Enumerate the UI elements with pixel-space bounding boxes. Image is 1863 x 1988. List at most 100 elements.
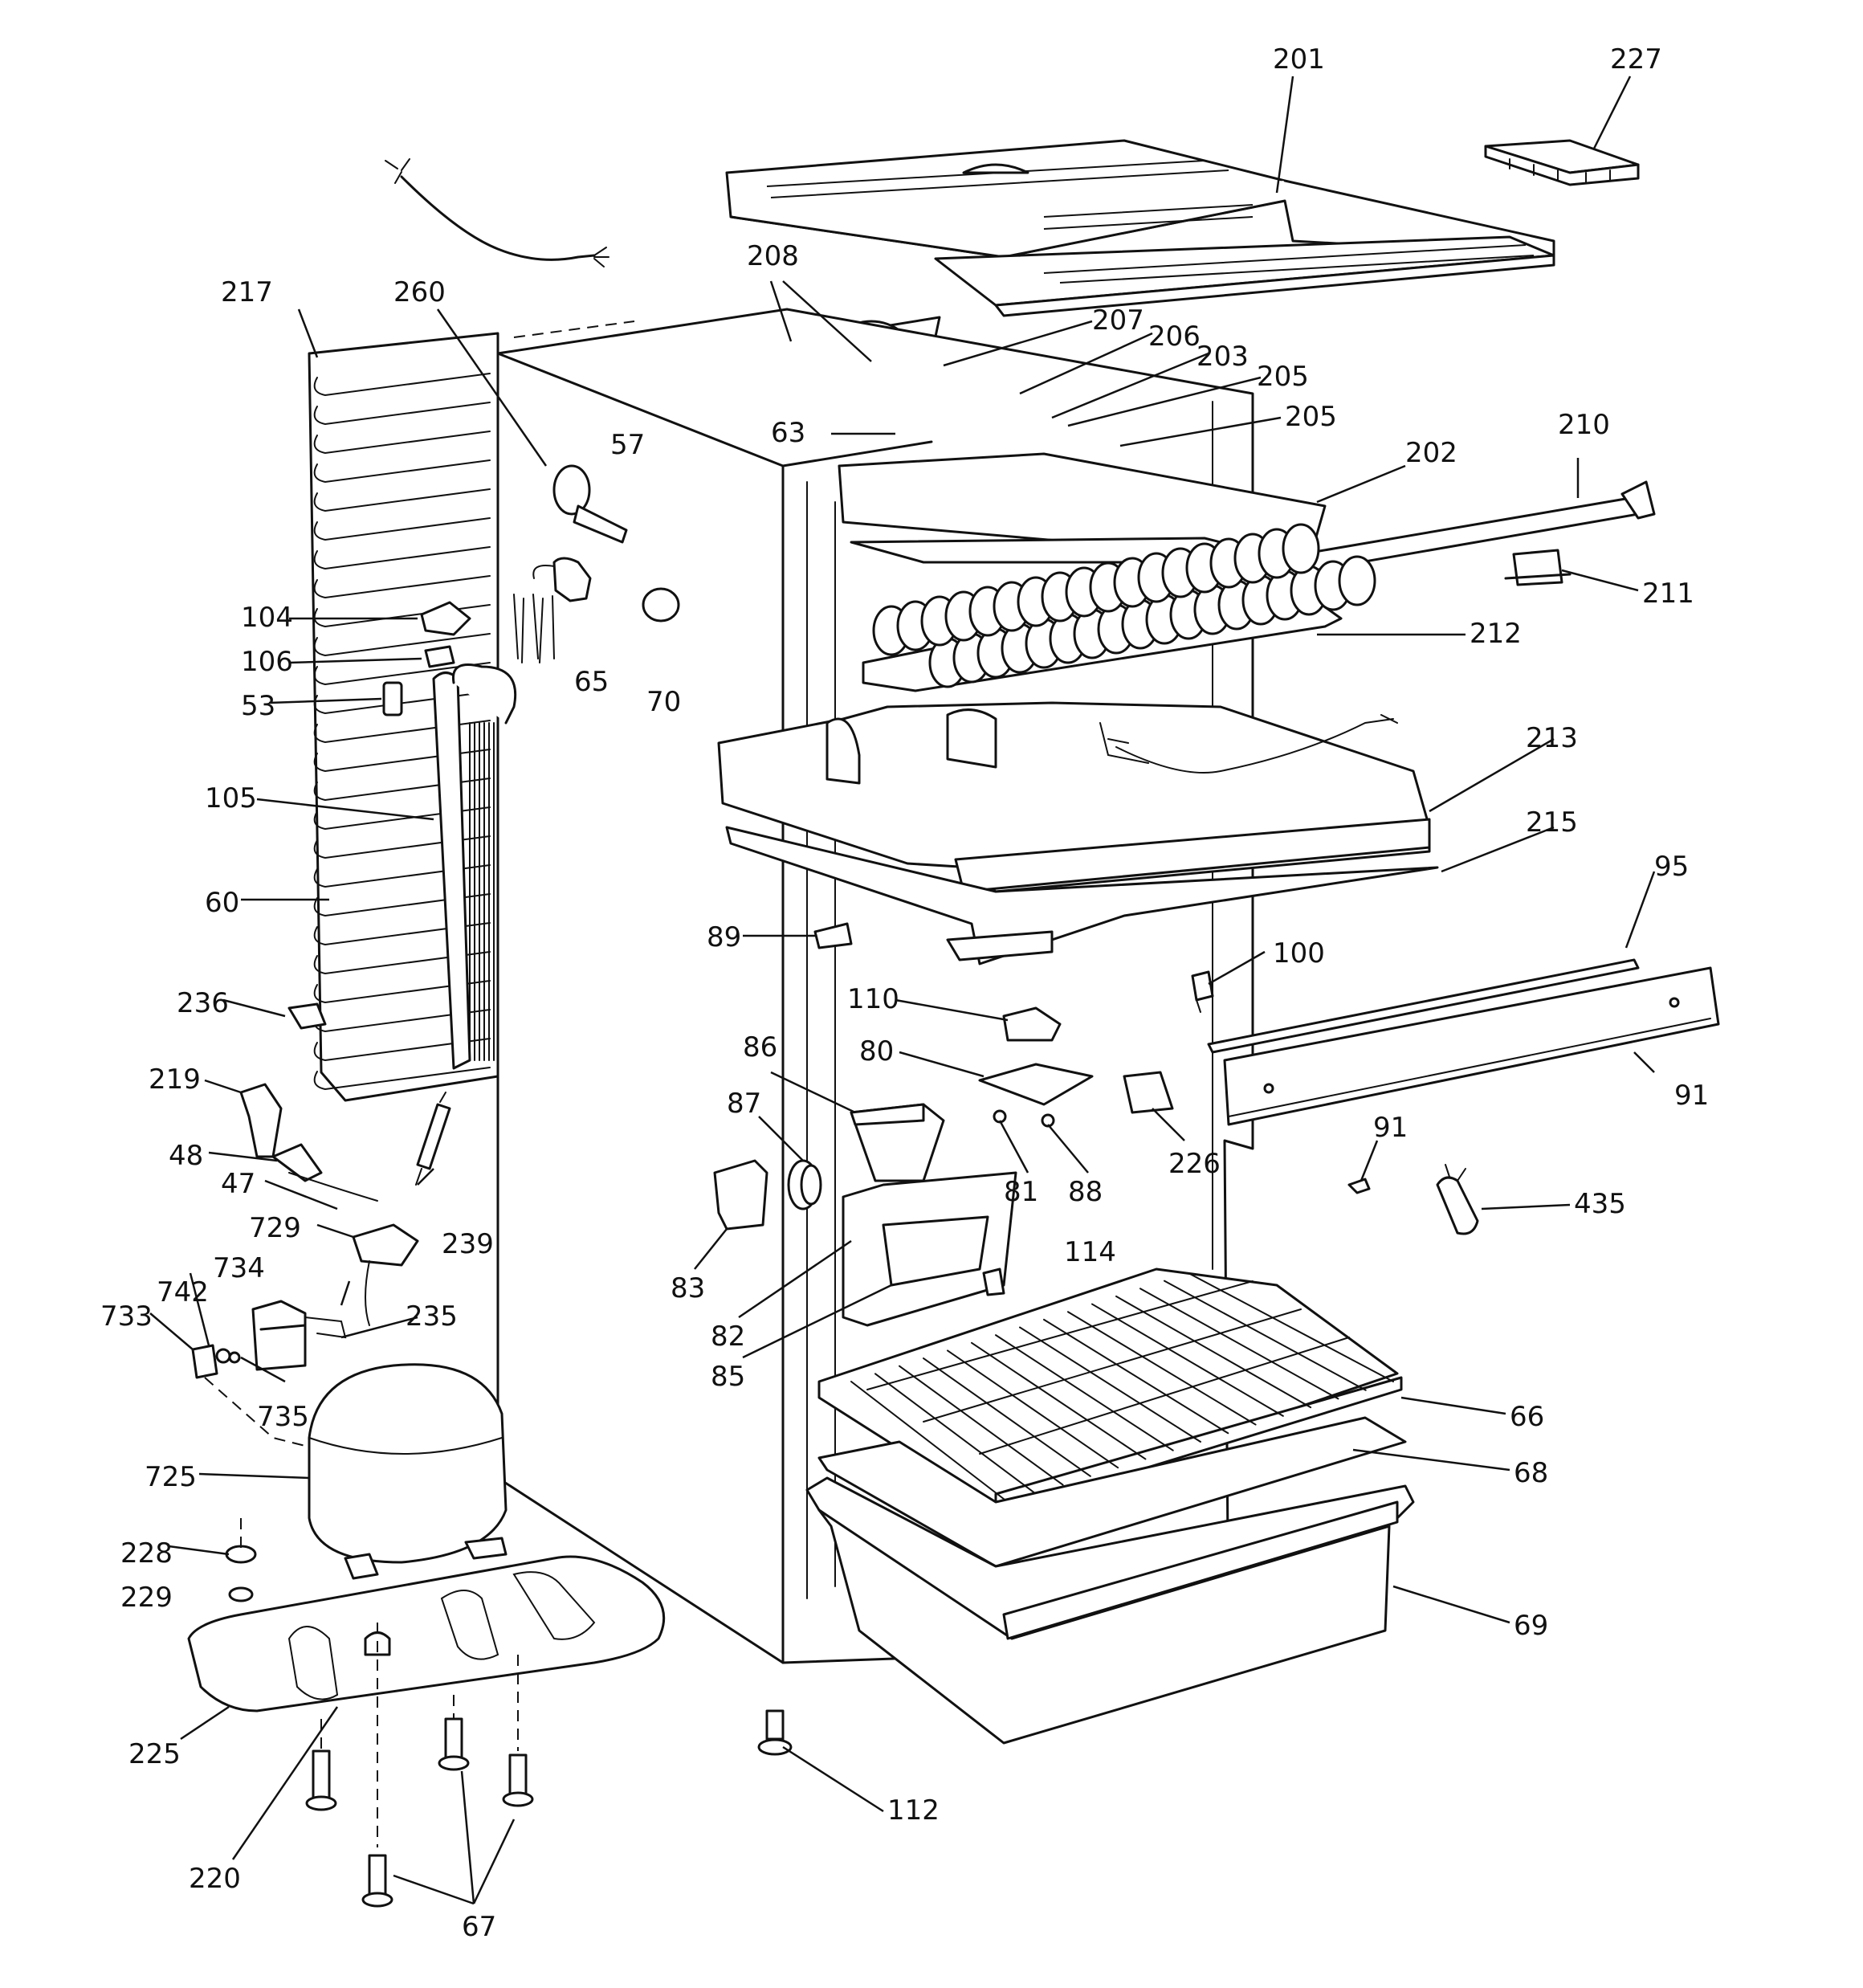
callout-226: 226 xyxy=(1168,1148,1221,1180)
callout-80: 80 xyxy=(859,1035,894,1067)
clip-106 xyxy=(424,645,455,668)
callout-65: 65 xyxy=(574,666,609,698)
callout-217: 217 xyxy=(221,276,273,308)
base-plate xyxy=(187,1555,666,1712)
callout-235: 235 xyxy=(406,1300,458,1333)
callout-70: 70 xyxy=(646,686,681,718)
callout-91b: 91 xyxy=(1373,1112,1408,1144)
callout-86: 86 xyxy=(743,1031,777,1063)
glass-shelf xyxy=(817,1416,1407,1568)
callout-213: 213 xyxy=(1526,722,1578,754)
wire-harness xyxy=(513,594,555,663)
callout-81: 81 xyxy=(1004,1176,1038,1208)
callout-260: 260 xyxy=(393,276,446,308)
leveling-leg xyxy=(757,1709,793,1756)
callout-203: 203 xyxy=(1196,341,1249,373)
callout-735: 735 xyxy=(257,1401,309,1433)
callout-95: 95 xyxy=(1654,851,1689,883)
callout-210: 210 xyxy=(1558,409,1610,441)
light-socket xyxy=(813,922,853,949)
freezer-pan xyxy=(717,701,1431,893)
callout-236: 236 xyxy=(177,987,229,1019)
callout-114: 114 xyxy=(1064,1236,1116,1268)
callout-91a: 91 xyxy=(1674,1080,1709,1112)
start-relay xyxy=(191,1300,307,1447)
callout-219: 219 xyxy=(149,1063,201,1096)
light-bulb-100 xyxy=(1191,970,1214,1013)
control-cover xyxy=(1484,139,1640,186)
callout-742: 742 xyxy=(157,1276,209,1308)
bracket-226 xyxy=(1123,1071,1174,1114)
callout-208: 208 xyxy=(747,240,799,272)
control-bracket-80 xyxy=(978,1063,1094,1128)
callout-729: 729 xyxy=(249,1212,301,1244)
capacitor-435 xyxy=(1436,1164,1479,1235)
relay-65 xyxy=(532,557,592,602)
clip-236 xyxy=(287,1002,327,1030)
callout-205b: 205 xyxy=(1285,401,1337,433)
ice-bucket xyxy=(850,1103,945,1182)
callout-48: 48 xyxy=(169,1140,203,1172)
callout-105: 105 xyxy=(205,782,257,814)
callout-228: 228 xyxy=(120,1537,173,1570)
callout-106: 106 xyxy=(241,646,293,678)
callout-66: 66 xyxy=(1510,1401,1544,1433)
callout-labels: 201 227 208 207 206 203 205 205 63 202 2… xyxy=(100,43,1709,1943)
overload-729 xyxy=(352,1223,419,1326)
defrost-bracket xyxy=(1504,549,1572,586)
top-cover xyxy=(725,139,1555,317)
callout-206: 206 xyxy=(1148,320,1201,353)
defrost-tube xyxy=(1283,480,1656,576)
compressor xyxy=(308,1363,508,1580)
clip-104 xyxy=(420,601,471,636)
callout-211: 211 xyxy=(1642,578,1694,610)
callout-202: 202 xyxy=(1405,437,1457,469)
relay-53 xyxy=(382,681,403,716)
callout-53: 53 xyxy=(241,690,275,722)
screw-91 xyxy=(1347,1178,1371,1194)
callout-100: 100 xyxy=(1273,937,1325,970)
callout-60: 60 xyxy=(205,887,239,919)
callout-734: 734 xyxy=(213,1252,265,1284)
housing-83 xyxy=(713,1159,768,1231)
callout-68: 68 xyxy=(1514,1457,1548,1489)
callout-212: 212 xyxy=(1470,618,1522,650)
callout-110: 110 xyxy=(847,983,899,1015)
callout-733: 733 xyxy=(100,1300,153,1333)
callout-82: 82 xyxy=(711,1321,745,1353)
callout-88: 88 xyxy=(1068,1176,1103,1208)
wire-219 xyxy=(239,1083,378,1202)
door-trim xyxy=(1207,958,1720,1126)
callout-67: 67 xyxy=(462,1911,496,1943)
power-cord xyxy=(385,158,609,267)
evaporator-coil xyxy=(862,523,1376,692)
callout-83: 83 xyxy=(671,1272,705,1304)
crisper-drawer xyxy=(805,1476,1415,1745)
plug-70 xyxy=(642,587,680,623)
callout-69: 69 xyxy=(1514,1610,1548,1642)
callout-229: 229 xyxy=(120,1582,173,1614)
callout-85: 85 xyxy=(711,1361,745,1393)
callout-220: 220 xyxy=(189,1863,241,1895)
callout-87: 87 xyxy=(727,1088,761,1120)
callout-207: 207 xyxy=(1092,304,1144,337)
bracket-235 xyxy=(304,1316,347,1339)
callout-239: 239 xyxy=(442,1228,494,1260)
knob-87 xyxy=(787,1159,822,1210)
callout-63: 63 xyxy=(771,417,805,449)
callout-47: 47 xyxy=(221,1168,255,1200)
callout-89: 89 xyxy=(707,921,741,953)
defrost-timer xyxy=(552,464,628,544)
callout-205a: 205 xyxy=(1257,361,1309,393)
mounting-hardware xyxy=(225,1518,534,1908)
freezer-liner xyxy=(725,826,1439,965)
callout-435: 435 xyxy=(1574,1188,1626,1220)
leader-lines xyxy=(149,76,1656,1905)
callout-112: 112 xyxy=(887,1794,940,1827)
condenser-coil xyxy=(308,332,517,1102)
callout-725: 725 xyxy=(145,1461,197,1493)
thermostat xyxy=(1002,1006,1062,1042)
callout-225: 225 xyxy=(128,1738,181,1770)
callout-227: 227 xyxy=(1610,43,1662,76)
